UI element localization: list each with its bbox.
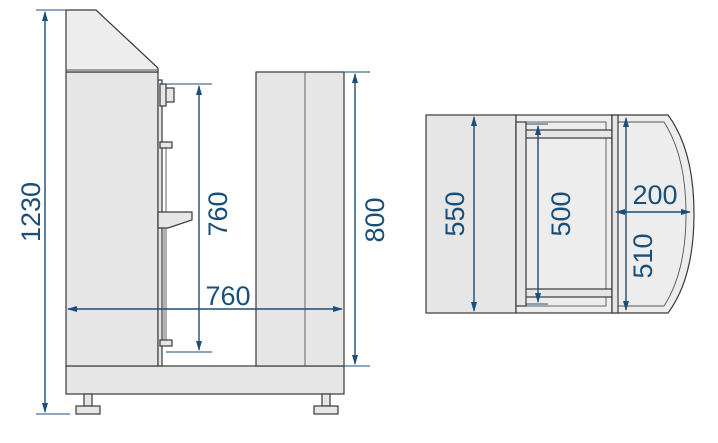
dim-door-depth: 510 (628, 233, 658, 278)
foot-left (75, 393, 101, 415)
opposite-body (255, 71, 345, 367)
dim-total-height: 1230 (16, 182, 46, 242)
dim-plan-depth: 550 (440, 191, 470, 236)
plan-chamber (515, 114, 613, 314)
dim-side-height: 760 (203, 191, 233, 236)
dim-body-height: 800 (360, 197, 390, 242)
side-view (65, 9, 345, 415)
dim-door-offset: 200 (632, 180, 677, 210)
base-plate (65, 365, 345, 395)
dimension-lines: 1230 760 760 800 550 500 200 510 (16, 9, 691, 415)
dim-inner-depth: 500 (546, 191, 576, 236)
top-hood (65, 9, 159, 73)
plan-door (611, 114, 695, 314)
dim-side-width: 760 (205, 281, 250, 311)
foot-right (313, 393, 339, 415)
main-cabinet (65, 71, 159, 367)
handle (157, 211, 193, 229)
